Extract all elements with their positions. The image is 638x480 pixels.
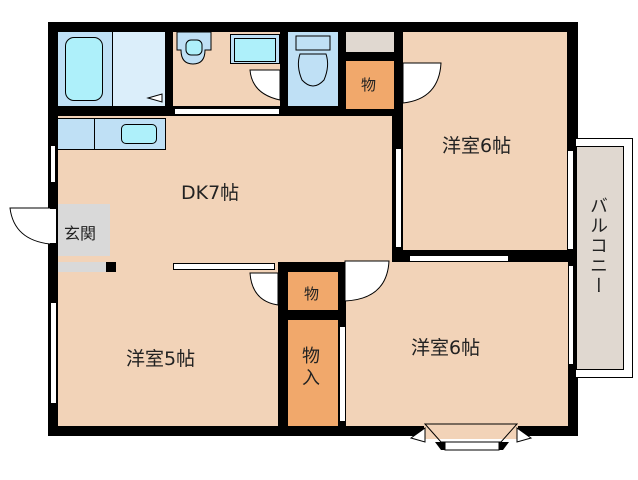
western-room-sw (58, 272, 278, 426)
entrance-label: 玄関 (64, 224, 97, 243)
sliding-door-dk-ne[interactable] (395, 148, 402, 248)
storage-mid (288, 272, 338, 310)
door-swing-icon (249, 69, 281, 101)
storage-mid-label: 物 (304, 285, 320, 303)
western-room-ne-label: 洋室6帖 (442, 135, 512, 157)
storage-top (346, 61, 394, 109)
door-swing-icon (249, 272, 279, 306)
window-sw-west[interactable] (50, 302, 57, 404)
closet-door[interactable] (339, 326, 346, 422)
sliding-door-ne-se[interactable] (409, 255, 509, 262)
closet-label: 物入 (299, 346, 320, 390)
balcony-label: バルコニー (587, 196, 608, 296)
bay-window-frame-icon (409, 423, 533, 451)
door-swing-icon (344, 260, 390, 302)
bay-window (424, 425, 518, 439)
balcony (576, 146, 624, 370)
storage-top-label: 物 (361, 76, 377, 94)
bathtub-icon (65, 37, 103, 101)
entrance (58, 204, 110, 256)
western-room-sw-label: 洋室5帖 (126, 348, 196, 370)
storage-shelf (346, 32, 394, 52)
window-se-east[interactable] (568, 265, 574, 365)
western-room-se (346, 262, 568, 426)
sliding-door[interactable] (174, 108, 280, 115)
drain-icon (146, 93, 163, 103)
sliding-door-dk-sw[interactable] (173, 263, 275, 270)
washroom (113, 32, 165, 106)
entrance-door-swing-icon (9, 207, 51, 245)
entrance-door[interactable] (49, 208, 57, 244)
toilet-icon (295, 35, 331, 87)
closet (288, 320, 338, 426)
counter-divider (94, 118, 95, 150)
window-ne-east[interactable] (567, 150, 574, 250)
sink-icon (176, 31, 212, 65)
kitchen-sink-icon (121, 124, 157, 144)
dk-label: DK7帖 (181, 182, 240, 204)
washing-machine-icon (230, 34, 280, 64)
western-room-se-label: 洋室6帖 (411, 337, 481, 359)
door-swing-icon (402, 62, 442, 104)
dk-window-west[interactable] (50, 145, 56, 183)
